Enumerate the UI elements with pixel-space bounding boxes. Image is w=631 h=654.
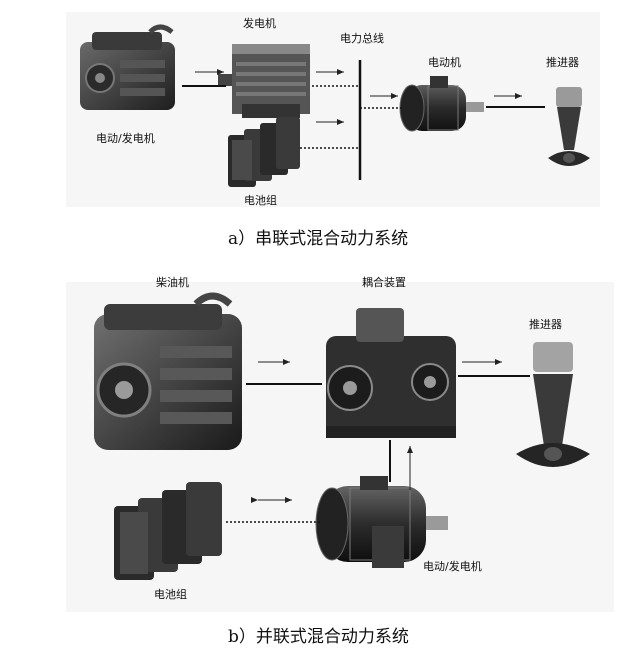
label-motor: 电动机 xyxy=(428,56,461,69)
engine-image-a xyxy=(80,24,175,110)
diesel-engine-image xyxy=(94,292,242,450)
label-motor-generator-b: 电动/发电机 xyxy=(423,560,482,573)
panel-a-graphics xyxy=(80,24,590,187)
label-coupling-device: 耦合装置 xyxy=(362,276,406,289)
label-motor-generator-a: 电动/发电机 xyxy=(96,132,155,145)
label-diesel-engine: 柴油机 xyxy=(156,276,189,289)
label-propeller-a: 推进器 xyxy=(546,56,579,69)
motor-generator-image-b xyxy=(315,476,448,568)
series-hybrid-panel: 发电机 电力总线 电动/发电机 电动机 推进器 电池组 a）串联式混合动力系统 xyxy=(0,0,631,250)
panel-b-graphics xyxy=(94,292,590,580)
motor-image xyxy=(399,76,484,132)
label-propeller-b: 推进器 xyxy=(529,318,562,331)
label-generator: 发电机 xyxy=(243,17,276,30)
propeller-image-a xyxy=(548,87,590,166)
battery-pack-image-b xyxy=(114,482,222,580)
caption-a: a）串联式混合动力系统 xyxy=(228,229,409,249)
label-power-bus: 电力总线 xyxy=(340,32,384,45)
label-battery-pack-b: 电池组 xyxy=(154,588,187,601)
propeller-image-b xyxy=(516,342,590,467)
caption-b: b）并联式混合动力系统 xyxy=(228,627,409,647)
parallel-hybrid-panel: 柴油机 耦合装置 推进器 电池组 电动/发电机 b）并联式混合动力系统 xyxy=(0,250,631,654)
coupling-device-image xyxy=(326,308,456,438)
generator-image xyxy=(218,44,310,118)
label-battery-pack-a: 电池组 xyxy=(244,194,277,207)
battery-pack-image-a xyxy=(228,117,300,187)
